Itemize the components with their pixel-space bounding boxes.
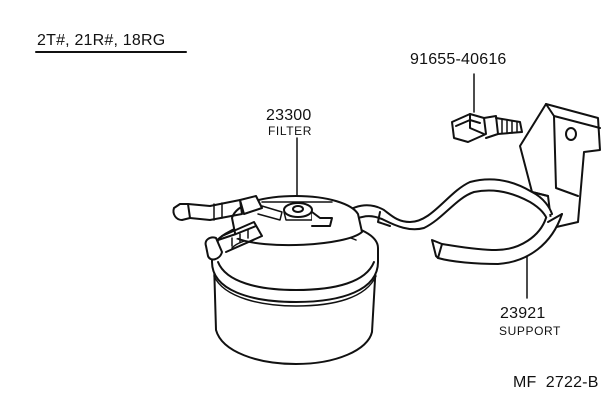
- flange-bolt: [451, 113, 523, 143]
- support-bracket: [339, 103, 601, 265]
- part-number-support: 23921: [500, 305, 546, 322]
- part-number-bolt: 91655-40616: [410, 51, 507, 68]
- model-codes-heading: 2T#, 21R#, 18RG: [37, 32, 166, 49]
- part-number-filter: 23300: [266, 107, 312, 124]
- part-name-filter: FILTER: [268, 124, 313, 138]
- part-name-support: SUPPORT: [499, 324, 561, 338]
- figure-reference: MF 2722-B: [513, 374, 599, 391]
- fuel-filter: [172, 195, 379, 365]
